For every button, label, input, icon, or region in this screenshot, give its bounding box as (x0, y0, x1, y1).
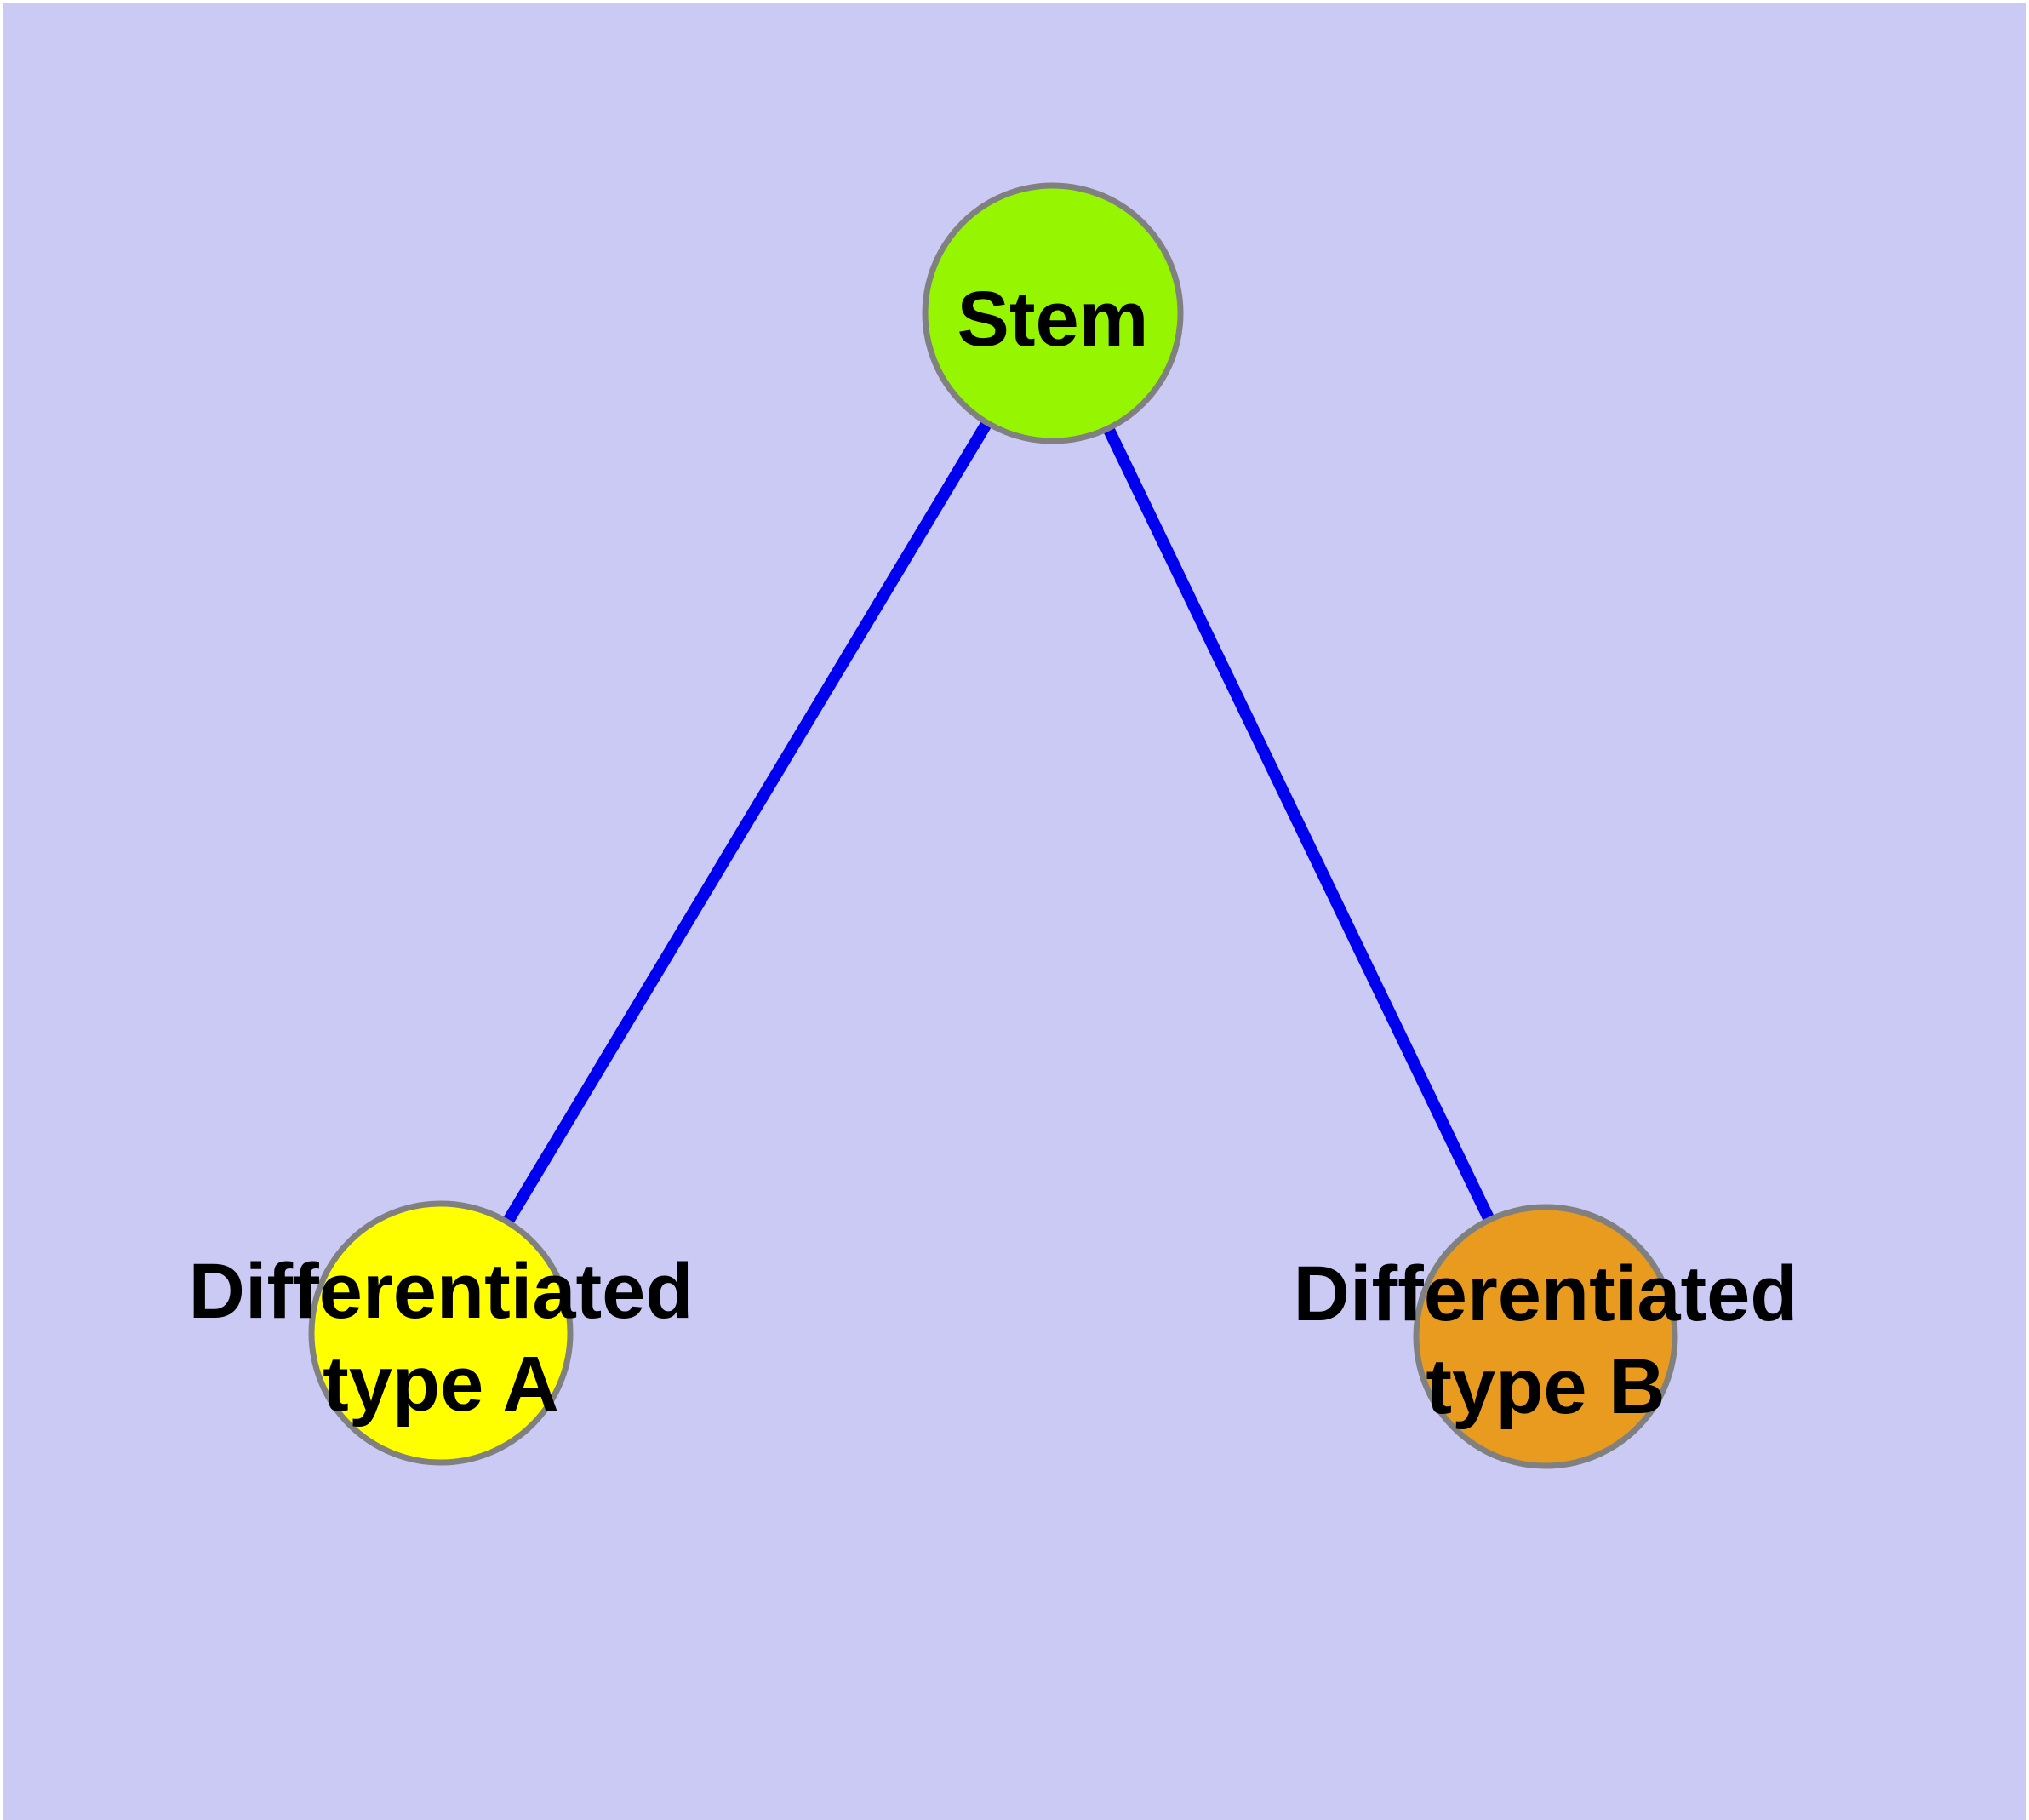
node-type-a (308, 1200, 574, 1466)
node-type-a-label-line2: type A (323, 1341, 559, 1428)
node-stem (922, 182, 1184, 444)
edge-stem-to-type-b (1047, 310, 1552, 1340)
node-type-b (1413, 1204, 1678, 1469)
node-type-b-label-line2: type B (1426, 1343, 1665, 1430)
node-type-b-label-line1: Differentiated (1294, 1251, 1798, 1337)
node-type-a-label-line1: Differentiated (189, 1248, 694, 1335)
edge-stem-to-type-a (435, 310, 1059, 1336)
node-stem-label: Stem (957, 276, 1149, 363)
